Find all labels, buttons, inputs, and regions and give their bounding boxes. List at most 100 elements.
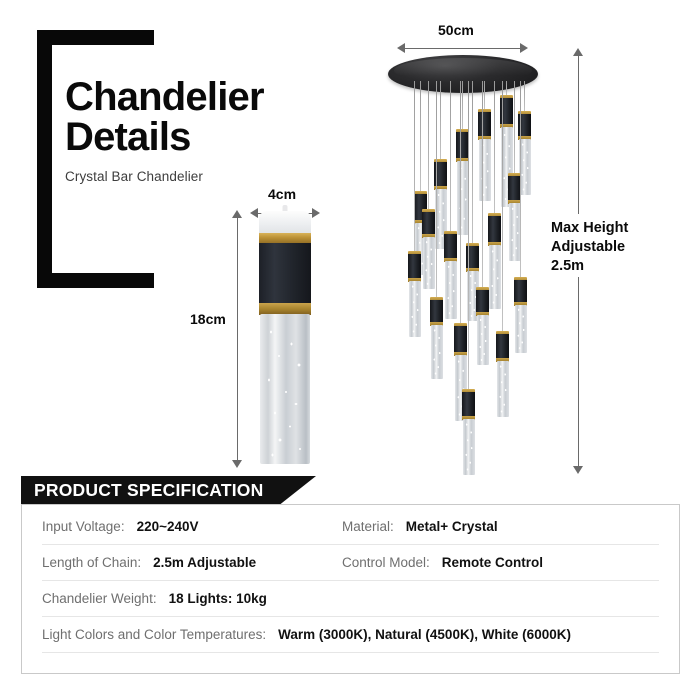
pendant-black-body [408, 254, 421, 278]
arrow-head-top [573, 48, 583, 56]
pendant-cable [514, 81, 516, 173]
bracket-left-bar [37, 30, 52, 288]
pendant-cable [462, 81, 464, 129]
pendant-gold-ring-bottom [476, 312, 489, 316]
pendant-black-body [478, 112, 491, 136]
pendant-black-body [518, 114, 531, 136]
pendant-gold-ring-bottom [508, 200, 521, 204]
pendant-crystal-tube [456, 161, 469, 235]
pendant-black-body [500, 98, 513, 124]
pendant-cable [428, 81, 430, 209]
pendant-black-body [508, 176, 521, 200]
pendant-black-body [496, 334, 509, 358]
pendant-gold-ring-top [488, 213, 501, 217]
pendant-gold-ring-top [500, 95, 513, 99]
pendant-gold-ring-bottom [456, 158, 469, 162]
pendant-crystal-tube [260, 314, 310, 464]
pendant-gold-ring-bottom [444, 258, 457, 262]
pendant-height-arrow [231, 210, 243, 468]
pendant-gold-ring-bottom [408, 278, 421, 282]
arrow-head-left [250, 208, 258, 218]
pendant-crystal-tube [408, 281, 421, 337]
pendant-gold-ring-top [476, 287, 489, 291]
arrow-head-right [520, 43, 528, 53]
spec-table: Input Voltage: 220~240V Material: Metal+… [21, 504, 680, 674]
pendant-gold-ring-top [422, 209, 435, 213]
spec-label: Light Colors and Color Temperatures: [42, 627, 267, 642]
spec-label: Length of Chain: [42, 555, 142, 570]
pendant-black-body [422, 212, 435, 234]
pendant-crystal-tube [466, 271, 479, 321]
pendant-black-body [434, 162, 447, 186]
pendant-cable [440, 81, 442, 159]
spec-cell: Chandelier Weight: 18 Lights: 10kg [42, 591, 342, 606]
pendant-cable [472, 81, 474, 243]
max-height-line-1: Max Height [551, 220, 629, 236]
spec-label: Control Model: [342, 555, 430, 570]
pendant-gold-ring-top [259, 233, 311, 244]
pendant-gold-ring-top [454, 323, 467, 327]
spec-value: 220~240V [136, 519, 199, 534]
pendant-gold-ring-top [408, 251, 421, 255]
pendant-cable [450, 81, 452, 231]
pendant-gold-ring-top [456, 129, 469, 133]
pendant-gold-ring-top [434, 159, 447, 163]
pendant-gold-ring-bottom [454, 352, 467, 356]
single-pendant-illustration [259, 205, 311, 470]
pendant-black-body [444, 234, 457, 258]
spec-label: Material: [342, 519, 394, 534]
pendant-gold-ring-top [508, 173, 521, 177]
pendant-gold-ring-bottom [414, 220, 427, 224]
pendant-cable [420, 81, 422, 191]
pendant-gold-ring-bottom [514, 302, 527, 306]
pendant-crystal-tube [422, 237, 435, 289]
pendant-crystal-tube [518, 139, 531, 195]
pendant-black-body [430, 300, 443, 322]
arrow-head-bottom [232, 460, 242, 468]
title-line-1: Chandelier [65, 75, 265, 119]
pendant-gold-ring-bottom [430, 322, 443, 326]
title-bracket-frame [37, 30, 154, 288]
pendant-gold-ring-top [514, 277, 527, 281]
pendant-cable [494, 81, 496, 213]
max-height-line-3: 2.5m [551, 258, 585, 275]
pendant-gold-ring-top [430, 297, 443, 301]
pendant-black-body [514, 280, 527, 302]
pendant-height-label: 18cm [190, 311, 226, 327]
max-height-label: Max Height Adjustable 2.5m [551, 219, 628, 276]
pendant-crystal-tube [430, 325, 443, 379]
spec-cell: Light Colors and Color Temperatures: War… [42, 627, 571, 642]
pendant-cable [520, 81, 522, 277]
spec-label: Input Voltage: [42, 519, 125, 534]
pendant-crystal-tube [444, 261, 457, 319]
pendant-gold-ring-bottom [496, 358, 509, 362]
max-height-arrow-lower [572, 277, 584, 474]
bracket-top-arm [37, 30, 154, 45]
arrow-head-left [397, 43, 405, 53]
arrow-head-right [312, 208, 320, 218]
pendant-crystal-tube [462, 419, 475, 475]
pendant-gold-ring-top [466, 243, 479, 247]
canopy-diameter-arrow [397, 42, 528, 54]
table-row: Chandelier Weight: 18 Lights: 10kg [42, 581, 659, 617]
page-title: Chandelier Details Crystal Bar Chandelie… [65, 75, 395, 184]
spec-cell: Control Model: Remote Control [342, 555, 659, 570]
arrow-line [236, 216, 238, 462]
arrow-line [577, 277, 579, 468]
spec-cell: Input Voltage: 220~240V [42, 519, 342, 534]
pendant-clear-cap [259, 211, 311, 235]
pendant-black-body [259, 243, 311, 304]
pendant-cable [524, 81, 526, 111]
pendant-gold-ring-top [478, 109, 491, 113]
table-row: Length of Chain: 2.5m Adjustable Control… [42, 545, 659, 581]
title-line-2: Details [65, 114, 191, 159]
pendant-black-body [454, 326, 467, 352]
table-row: Input Voltage: 220~240V Material: Metal+… [42, 509, 659, 545]
pendant-cable [482, 81, 484, 287]
bracket-bottom-arm [37, 273, 154, 288]
pendant-width-label: 4cm [268, 186, 297, 202]
spec-value: Warm (3000K), Natural (4500K), White (60… [278, 627, 571, 642]
spec-cell: Material: Metal+ Crystal [342, 519, 659, 534]
pendant-cable [468, 81, 470, 389]
